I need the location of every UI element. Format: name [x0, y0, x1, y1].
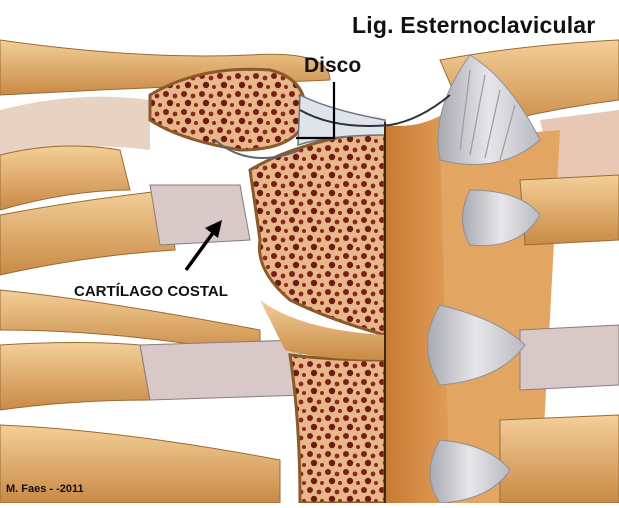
- author-credit: M. Faes - -2011: [6, 483, 84, 495]
- cartilage-label: CARTÍLAGO COSTAL: [74, 283, 228, 300]
- ligament-label: Lig. Esternoclavicular: [352, 12, 595, 39]
- disc-label: Disco: [304, 54, 361, 78]
